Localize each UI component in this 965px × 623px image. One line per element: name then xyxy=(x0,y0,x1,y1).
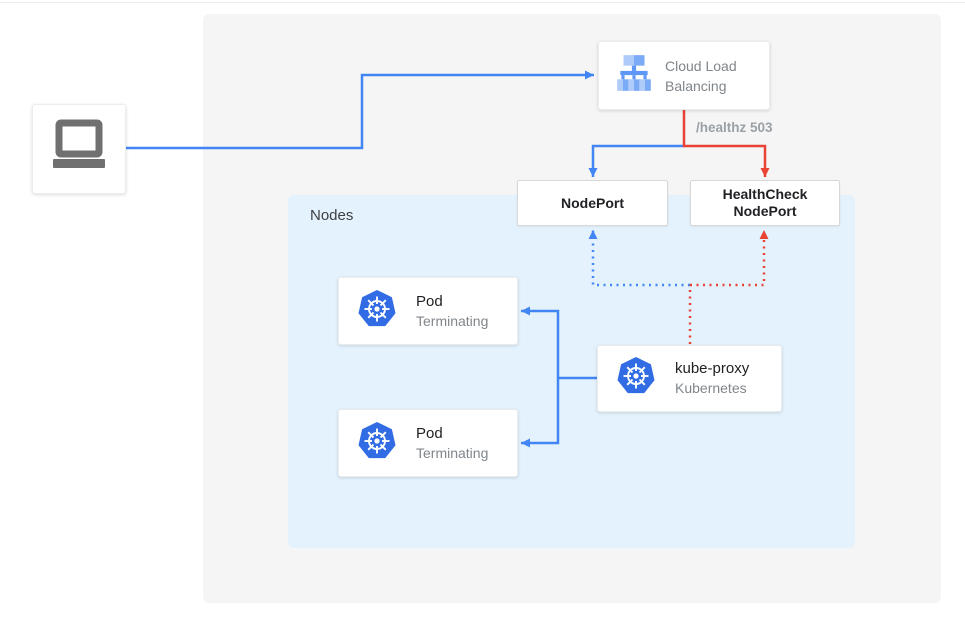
cloud-load-balancing-icon xyxy=(613,52,655,99)
nodeport-node: NodePort xyxy=(517,180,668,226)
kubernetes-icon xyxy=(616,356,656,401)
pod-1-title: Pod xyxy=(416,292,443,310)
healthcheck-nodeport-label-line1: HealthCheck xyxy=(722,186,808,202)
pod-1-status: Terminating xyxy=(416,312,489,329)
top-divider xyxy=(0,2,965,3)
kubernetes-icon xyxy=(357,289,397,334)
healthcheck-nodeport-label-line2: NodePort xyxy=(733,203,797,219)
kube-proxy-title: kube-proxy xyxy=(675,360,750,377)
pod-node-2: Pod Terminating xyxy=(338,409,518,477)
nodeport-label: NodePort xyxy=(561,194,624,211)
nodes-panel-label: Nodes xyxy=(310,207,354,224)
pod-node-1: Pod Terminating xyxy=(338,277,518,345)
pod-2-title: Pod xyxy=(416,424,443,442)
kubernetes-icon xyxy=(357,421,397,466)
pod-2-status: Terminating xyxy=(416,444,489,461)
healthcheck-nodeport-node: HealthCheck NodePort xyxy=(690,180,840,226)
client-node xyxy=(32,104,126,194)
kube-proxy-node: kube-proxy Kubernetes xyxy=(597,345,782,412)
pod-2-text: Pod Terminating xyxy=(416,424,488,463)
kube-proxy-subtitle: Kubernetes xyxy=(675,380,747,396)
cloud-load-balancing-node: Cloud Load Balancing xyxy=(598,41,770,110)
laptop-icon xyxy=(46,118,112,181)
pod-1-text: Pod Terminating xyxy=(416,292,488,331)
kube-proxy-text: kube-proxy Kubernetes xyxy=(675,359,749,398)
healthz-503-label: /healthz 503 xyxy=(696,120,773,135)
cloud-load-balancing-label: Cloud Load Balancing xyxy=(665,57,737,94)
